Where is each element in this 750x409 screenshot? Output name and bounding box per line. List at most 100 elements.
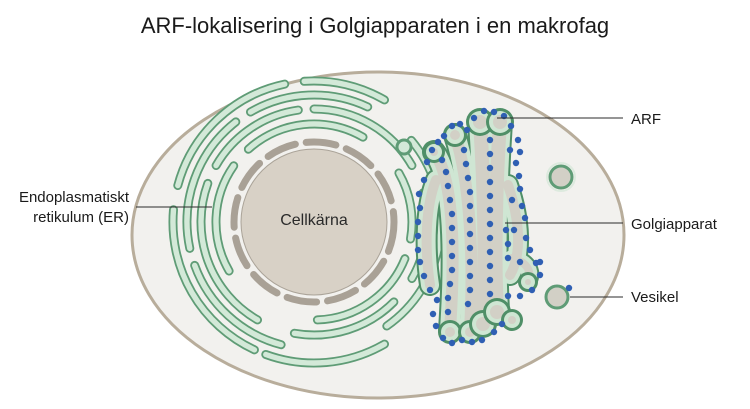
nucleus — [230, 138, 398, 306]
nucleus-label: Cellkärna — [280, 212, 348, 229]
arf-dot-75 — [486, 178, 494, 186]
diagram-title: ARF-lokalisering i Golgiapparaten i en m… — [141, 13, 609, 38]
arf-dot-59 — [444, 308, 452, 316]
golgi-lumen-5 — [503, 180, 523, 280]
golgi-bud-lumen-4 — [445, 327, 455, 337]
arf-dot-58 — [444, 294, 452, 302]
er-lumen-11 — [396, 170, 415, 242]
arf-dot-88 — [536, 258, 544, 266]
arf-dot-3 — [440, 132, 448, 140]
arf-dot-78 — [486, 220, 494, 228]
arf-dot-35 — [416, 258, 424, 266]
arf-dot-23 — [526, 246, 534, 254]
arf-dot-84 — [502, 226, 510, 234]
arf-dot-50 — [444, 182, 452, 190]
er-bulb — [395, 138, 413, 156]
er-lumen-2 — [198, 180, 261, 323]
arf-dot-27 — [516, 292, 524, 300]
arf-dot-2 — [434, 138, 442, 146]
arf-dot-38 — [433, 296, 441, 304]
arf-dot-57 — [446, 280, 454, 288]
arf-dot-22 — [522, 234, 530, 242]
arf-dot-5 — [456, 120, 464, 128]
golgi-label: Golgiapparat — [631, 216, 718, 233]
arf-dot-63 — [466, 188, 474, 196]
vesicle-lower — [544, 284, 573, 310]
vesicle-upper — [546, 162, 576, 192]
arf-dot-37 — [426, 286, 434, 294]
arf-dot-25 — [536, 271, 544, 279]
arf-dot-83 — [486, 290, 494, 298]
er-lumen-16 — [263, 341, 388, 366]
arf-dot-21 — [510, 226, 518, 234]
arf-dot-77 — [486, 206, 494, 214]
arf-dot-11 — [507, 122, 515, 130]
arf-dot-70 — [466, 286, 474, 294]
arf-dot-17 — [516, 185, 524, 193]
er-lumen-15 — [291, 299, 397, 338]
arf-dot-47 — [498, 320, 506, 328]
arf-dot-41 — [439, 334, 447, 342]
arf-dot-87 — [516, 258, 524, 266]
arf-dot-7 — [470, 114, 478, 122]
arf-dot-54 — [448, 238, 456, 246]
er-lumen-9 — [175, 81, 288, 189]
golgi-lumen-1 — [421, 175, 441, 290]
arf-dot-61 — [462, 160, 470, 168]
arf-dot-29 — [420, 176, 428, 184]
golgi-bud-lumen-7 — [490, 305, 504, 319]
arf-dot-26 — [528, 286, 536, 294]
arf-dot-18 — [508, 196, 516, 204]
arf-dot-45 — [478, 336, 486, 344]
er-lumen-1 — [245, 121, 366, 152]
arf-dot-49 — [442, 168, 450, 176]
arf-dot-72 — [486, 136, 494, 144]
vesicle-label: Vesikel — [631, 289, 679, 306]
golgi-bud-lumen-1 — [450, 130, 460, 140]
arf-dot-74 — [486, 164, 494, 172]
er-label-line2: retikulum (ER) — [33, 209, 129, 226]
arf-dot-34 — [414, 246, 422, 254]
arf-dot-80 — [486, 248, 494, 256]
arf-dot-67 — [466, 244, 474, 252]
arf-dot-46 — [490, 328, 498, 336]
arf-dot-6 — [463, 126, 471, 134]
arf-dot-14 — [506, 146, 514, 154]
arf-dot-86 — [504, 254, 512, 262]
arf-dot-8 — [480, 107, 488, 115]
arf-dot-56 — [448, 266, 456, 274]
er-lumen-5 — [192, 262, 284, 348]
arf-dot-60 — [460, 146, 468, 154]
arf-dot-79 — [486, 234, 494, 242]
arf-dot-52 — [448, 210, 456, 218]
arf-dot-16 — [515, 172, 523, 180]
nuclear-envelope — [230, 138, 398, 306]
er-label-line1: Endoplasmatiskt — [19, 189, 130, 206]
endoplasmic-reticulum — [168, 76, 446, 368]
arf-dot-15 — [512, 159, 520, 167]
arf-dot-76 — [486, 192, 494, 200]
arf-dot-40 — [432, 322, 440, 330]
arf-dot-85 — [504, 240, 512, 248]
arf-dot-66 — [466, 230, 474, 238]
arf-dot-53 — [448, 224, 456, 232]
arf-dot-30 — [415, 190, 423, 198]
er-lumen-0 — [213, 163, 237, 274]
arf-dot-9 — [490, 108, 498, 116]
arf-dot-55 — [448, 252, 456, 260]
golgi-bud-lumen-9 — [525, 279, 531, 285]
arf-dot-1 — [428, 146, 436, 154]
arf-dot-65 — [466, 216, 474, 224]
er-lumen-7 — [247, 92, 371, 115]
arf-dot-12 — [514, 136, 522, 144]
arf-dot-68 — [466, 258, 474, 266]
arf-dot-33 — [414, 232, 422, 240]
arf-dot-4 — [448, 122, 456, 130]
golgi-bud-lumen-8 — [508, 316, 516, 324]
arf-dot-44 — [468, 338, 476, 346]
arf-dot-39 — [429, 310, 437, 318]
arf-dot-81 — [486, 262, 494, 270]
arf-dot-73 — [486, 150, 494, 158]
arf-dot-82 — [486, 276, 494, 284]
